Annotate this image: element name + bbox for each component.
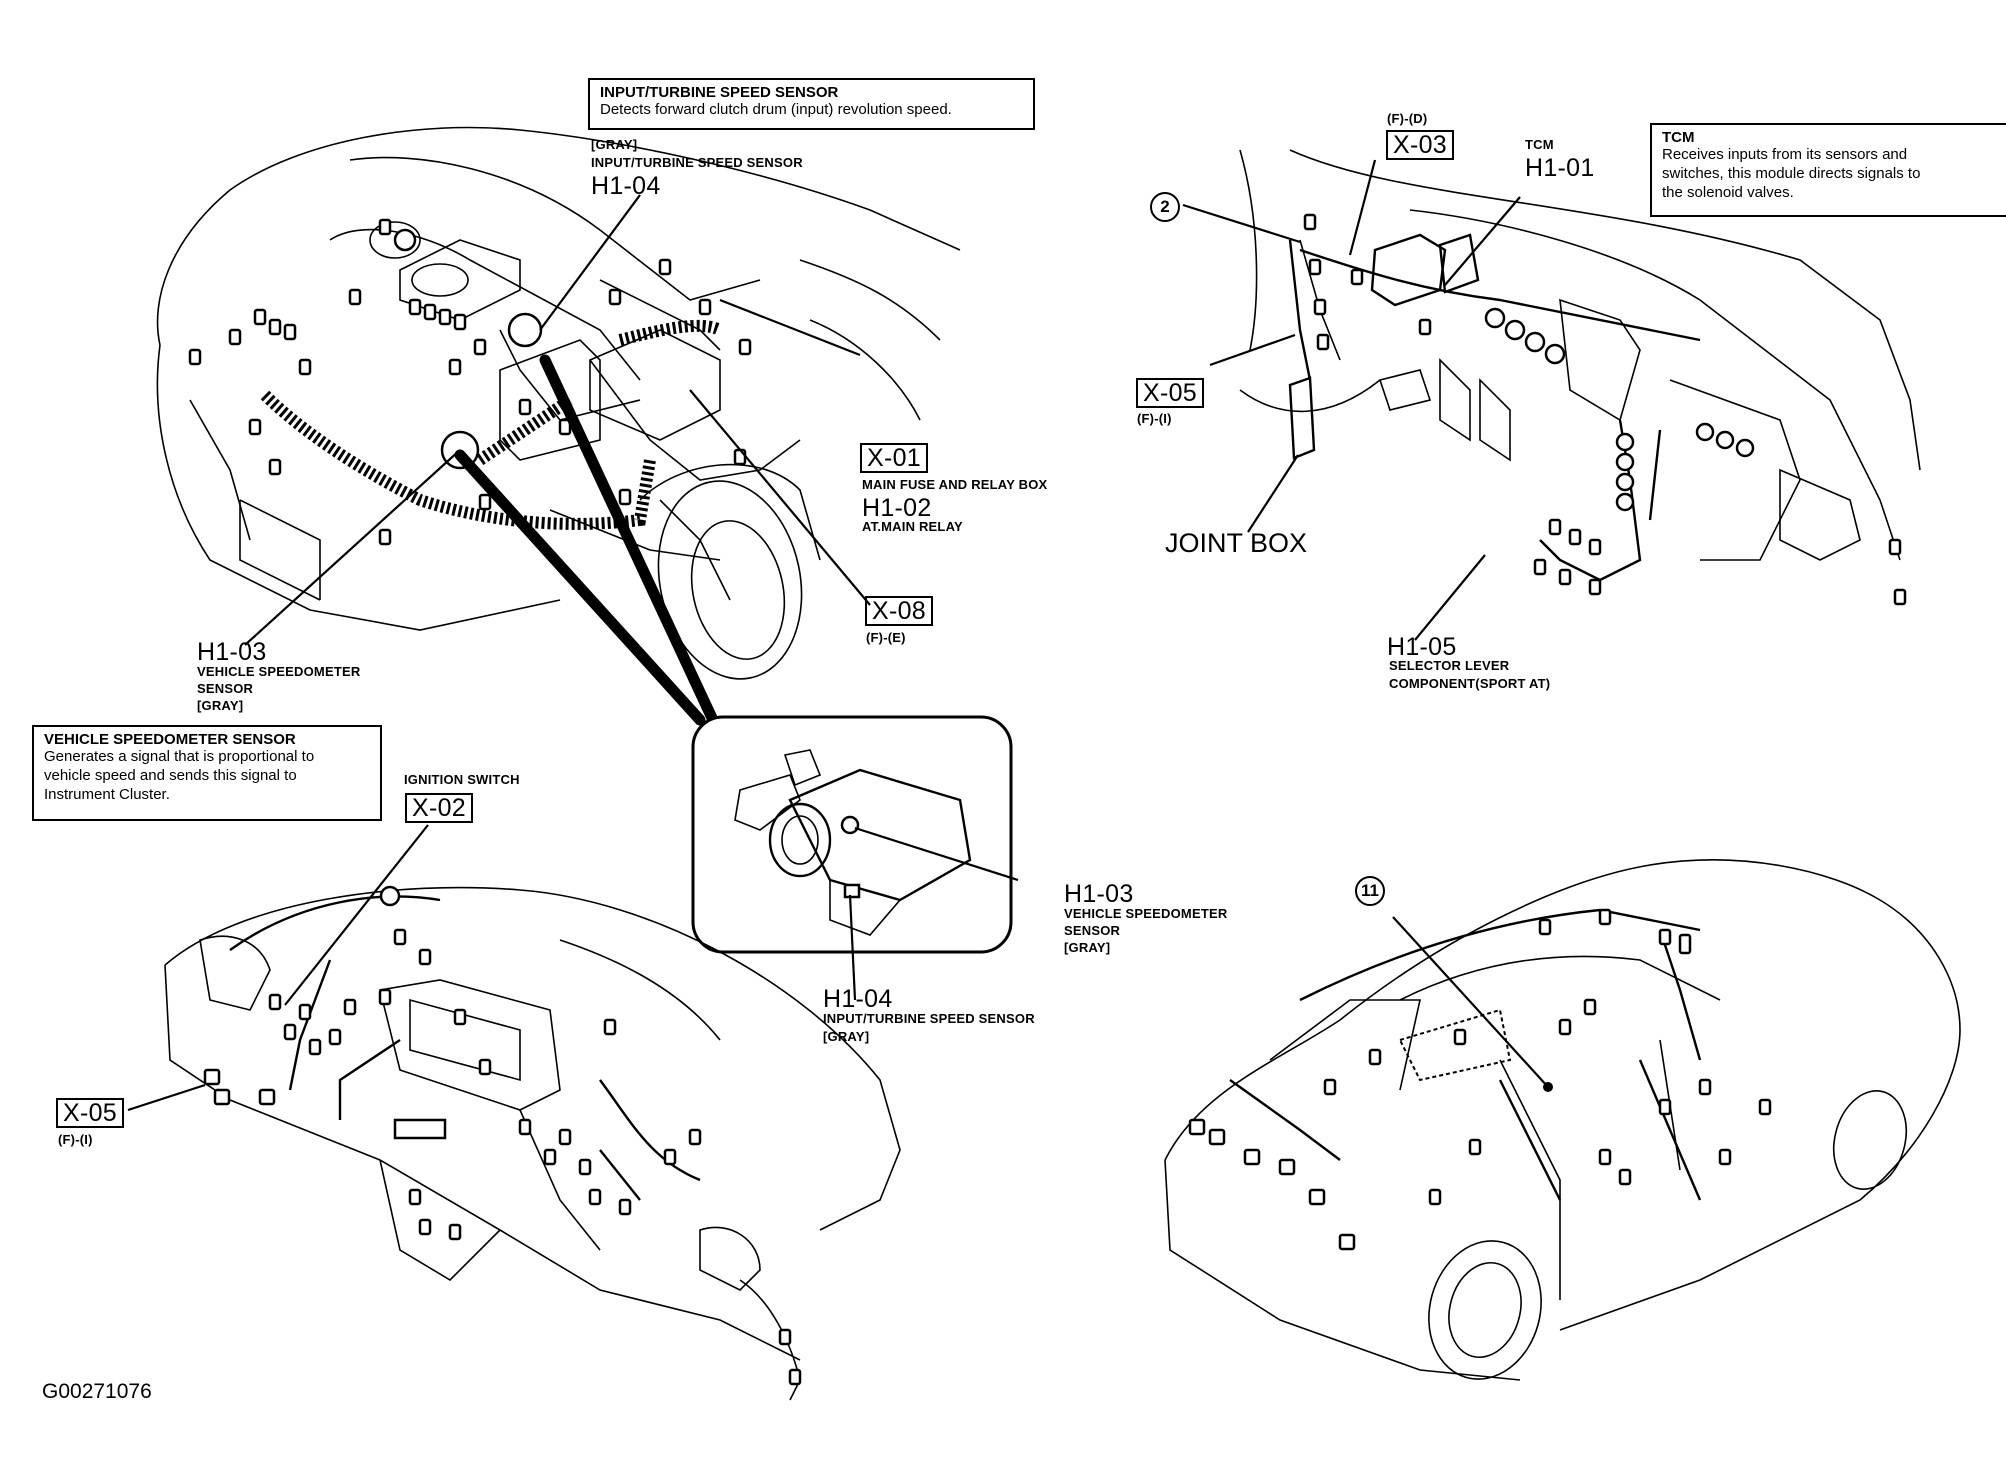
h1-02-code-label: H1-02 [862,494,932,522]
car-body-illustration [1164,859,1961,1381]
h1-05-code-label: H1-05 [1387,633,1457,661]
callout-circle-2: 2 [1150,192,1180,222]
tcm-name-label: TCM [1525,137,1554,152]
h1-03-color-label: [GRAY] [197,698,244,713]
inset-h1-04-color-label: [GRAY] [823,1029,870,1044]
h1-03-code-label: H1-03 [197,638,267,666]
info-box-line-1: Receives inputs from its sensors and [1662,146,1908,163]
info-box-vehicle-speedometer-sensor: VEHICLE SPEEDOMETER SENSOR Generates a s… [32,725,382,821]
ignition-switch-label: IGNITION SWITCH [404,772,520,787]
x-08-location-label: (F)-(E) [866,630,906,645]
joint-box-label: JOINT BOX [1165,528,1308,558]
x-03-location-label: (F)-(D) [1387,111,1428,126]
h1-03-name-line2: SENSOR [197,681,254,696]
h1-04-color-label: [GRAY] [591,137,638,152]
cabin-x-05-location-label: (F)-(I) [1137,411,1172,426]
h1-05-name-line1: SELECTOR LEVER [1389,658,1510,673]
h1-01-code-label: H1-01 [1525,154,1595,182]
info-box-input-turbine-speed-sensor: INPUT/TURBINE SPEED SENSOR Detects forwa… [588,78,1035,130]
x-01-name-label: MAIN FUSE AND RELAY BOX [862,477,1048,492]
info-box-title: INPUT/TURBINE SPEED SENSOR [600,84,839,101]
x-08-code-label: X-08 [865,596,934,627]
engine-bay-illustration [156,126,961,726]
info-box-line-2: switches, this module directs signals to [1662,164,1921,182]
x-01-code-label: X-01 [860,443,929,474]
h1-04-code-label: H1-04 [591,172,661,200]
info-box-title: VEHICLE SPEEDOMETER SENSOR [44,731,296,748]
figure-id-label: G00271076 [42,1380,152,1403]
inset-h1-03-name-line2: SENSOR [1064,923,1121,938]
dashboard-illustration [127,824,901,1401]
h1-02-name-label: AT.MAIN RELAY [862,519,963,534]
info-box-title: TCM [1662,129,1695,146]
inset-h1-04-name-label: INPUT/TURBINE SPEED SENSOR [823,1011,1035,1026]
info-box-tcm: TCM Receives inputs from its sensors and… [1650,123,2006,217]
callout-circle-11: 11 [1355,876,1385,906]
cabin-x-05-code-label: X-05 [1136,378,1205,409]
x-03-code-label: X-03 [1386,130,1455,161]
h1-04-name-label: INPUT/TURBINE SPEED SENSOR [591,155,803,170]
h1-05-name-line2: COMPONENT(SPORT AT) [1389,676,1551,691]
cabin-interior-illustration [1182,149,1921,641]
info-box-line-2: vehicle speed and sends this signal to [44,766,297,784]
info-box-line-3: Instrument Cluster. [44,785,170,803]
h1-03-name-line1: VEHICLE SPEEDOMETER [197,664,361,679]
dashboard-x-05-code-label: X-05 [56,1098,125,1129]
inset-h1-04-code-label: H1-04 [823,985,893,1013]
info-box-description: Detects forward clutch drum (input) revo… [600,101,952,118]
info-box-line-3: the solenoid valves. [1662,183,1794,201]
info-box-line-1: Generates a signal that is proportional … [44,748,315,765]
inset-h1-03-code-label: H1-03 [1064,880,1134,908]
inset-h1-03-name-line1: VEHICLE SPEEDOMETER [1064,906,1228,921]
inset-h1-03-color-label: [GRAY] [1064,940,1111,955]
x-02-code-label: X-02 [405,793,474,824]
inset-transmission [691,715,1019,1001]
dashboard-x-05-location-label: (F)-(I) [58,1132,93,1147]
